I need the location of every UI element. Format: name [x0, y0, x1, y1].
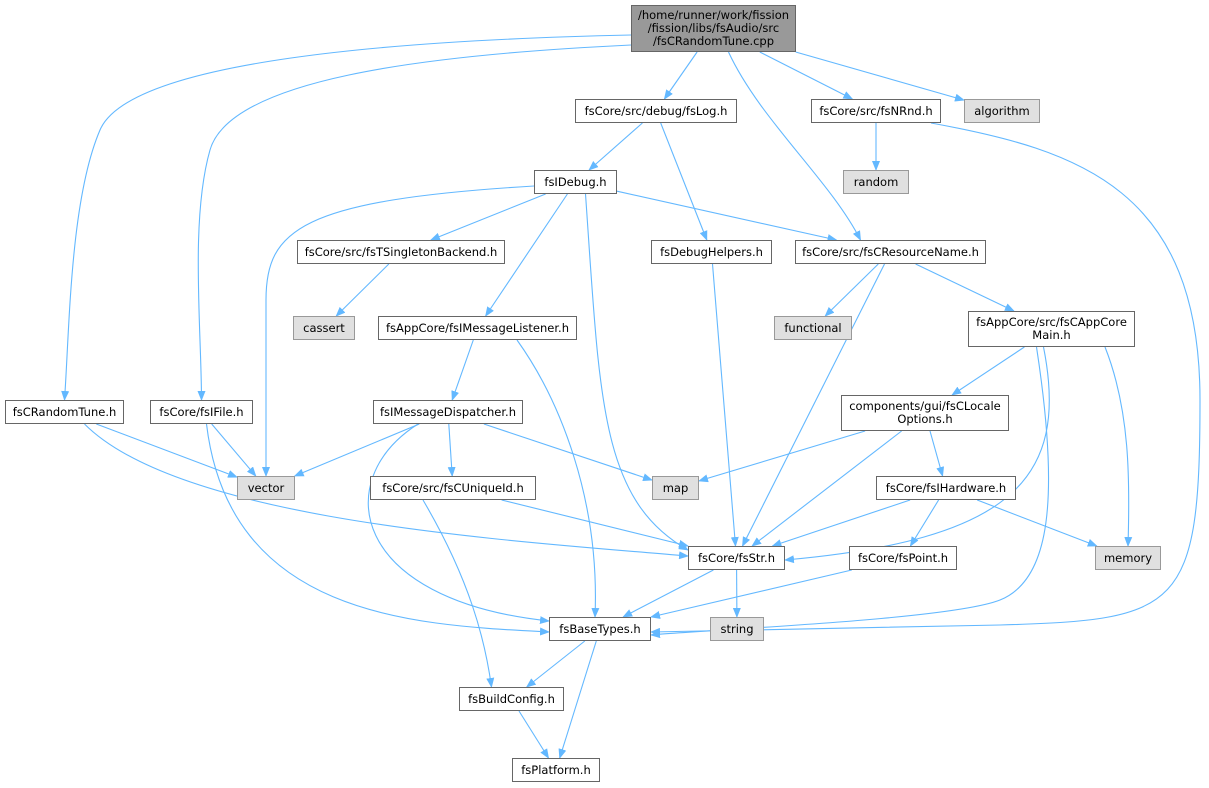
- edge-root-to-nrnd: [759, 51, 854, 100]
- node-crandomtune-header[interactable]: fsCRandomTune.h: [5, 400, 124, 424]
- node-ifile-header[interactable]: fsCore/fsIFile.h: [150, 400, 253, 424]
- edge-nrnd-to-basetypes: [650, 122, 1201, 636]
- node-singleton-backend-header[interactable]: fsCore/src/fsTSingletonBackend.h: [297, 240, 505, 264]
- edge-root-to-ifile: [197, 44, 632, 401]
- edge-debughelpers-to-fsstr: [711, 263, 739, 547]
- edge-root-to-resname: [728, 51, 861, 241]
- node-random-system-header: random: [843, 170, 909, 194]
- node-string-system-header: string: [710, 617, 764, 641]
- edge-resname-to-fsstr: [742, 263, 885, 547]
- edge-buildconfig-to-platform: [518, 710, 550, 759]
- node-map-system-header: map: [652, 476, 699, 500]
- edge-cuniqueid-to-buildconfig: [422, 499, 495, 688]
- edge-basetypes-to-buildconfig: [525, 640, 586, 688]
- edge-appcore-to-localeopts: [951, 346, 1025, 396]
- edge-msgdispatcher-to-basetypes: [367, 423, 550, 625]
- edge-idebug-to-singleton: [429, 193, 546, 241]
- node-algorithm-system-header: algorithm: [964, 99, 1040, 123]
- node-buildconfig-header[interactable]: fsBuildConfig.h: [459, 687, 564, 711]
- node-messagedispatcher-header[interactable]: fsIMessageDispatcher.h: [373, 400, 523, 424]
- node-idebug-header[interactable]: fsIDebug.h: [534, 170, 617, 194]
- edge-idebug-to-msglistener: [485, 193, 568, 317]
- node-basetypes-header[interactable]: fsBaseTypes.h: [549, 617, 651, 641]
- node-nrnd-header[interactable]: fsCore/src/fsNRnd.h: [811, 99, 941, 123]
- edge-root-to-algorithm: [795, 51, 965, 102]
- edge-localeopts-to-map: [698, 430, 866, 483]
- edge-appcore-to-memory: [1104, 346, 1133, 547]
- edge-idebug-to-resname: [616, 190, 838, 242]
- node-root-source-file: /home/runner/work/fission /fission/libs/…: [631, 5, 796, 52]
- node-ihardware-header[interactable]: fsCore/fsIHardware.h: [876, 476, 1016, 500]
- edge-fslog-to-idebug: [588, 122, 643, 171]
- edge-msgdispatcher-to-map: [483, 423, 653, 482]
- node-memory-system-header: memory: [1095, 546, 1161, 570]
- node-cassert-system-header: cassert: [293, 316, 355, 340]
- edge-msgdispatcher-to-vector: [293, 423, 420, 477]
- edge-root-to-fslog: [663, 51, 698, 100]
- edge-ifile-to-basetypes: [205, 423, 550, 636]
- edge-msglistener-to-basetypes: [516, 339, 600, 618]
- node-functional-system-header: functional: [774, 316, 852, 340]
- edge-crandomtune-to-fsstr: [84, 423, 689, 560]
- node-fspoint-header[interactable]: fsCore/fsPoint.h: [849, 546, 957, 570]
- edge-ifile-to-vector: [211, 423, 257, 477]
- edge-localeopts-to-fsstr: [751, 430, 902, 547]
- edge-root-to-crandomtune: [61, 34, 632, 401]
- node-cuniqueid-header[interactable]: fsCore/src/fsCUniqueId.h: [370, 476, 536, 500]
- edge-localeopts-to-ihardware: [929, 430, 945, 477]
- node-platform-header[interactable]: fsPlatform.h: [512, 758, 600, 782]
- edge-ihardware-to-memory: [977, 499, 1098, 547]
- edge-idebug-to-fsstr: [584, 193, 689, 551]
- edge-crandomtune-to-vector: [96, 423, 238, 478]
- edge-fslog-to-debughelpers: [660, 122, 708, 241]
- edge-cuniqueid-to-fsstr: [501, 499, 689, 548]
- edge-basetypes-to-platform: [558, 640, 597, 759]
- edge-singleton-to-cassert: [335, 263, 390, 317]
- edge-ihardware-to-fsstr: [771, 499, 911, 547]
- edge-resname-to-functional: [824, 263, 879, 317]
- node-localeoptions-header[interactable]: components/gui/fsCLocale Options.h: [841, 395, 1009, 431]
- edge-fsstr-to-basetypes: [622, 569, 714, 618]
- node-appcoremain-header[interactable]: fsAppCore/src/fsCAppCore Main.h: [968, 311, 1135, 347]
- edge-fspoint-to-basetypes: [650, 569, 852, 619]
- node-vector-system-header: vector: [237, 476, 295, 500]
- edge-resname-to-appcore: [915, 263, 1015, 312]
- edge-msgdispatcher-to-cuniqueid: [447, 423, 456, 477]
- node-fsstr-header[interactable]: fsCore/fsStr.h: [688, 546, 785, 570]
- node-resourcename-header[interactable]: fsCore/src/fsCResourceName.h: [795, 240, 986, 264]
- edge-msglistener-to-msgdispatcher: [451, 339, 474, 401]
- edge-ihardware-to-fspoint: [909, 499, 940, 547]
- node-fslog-header[interactable]: fsCore/src/debug/fsLog.h: [575, 99, 737, 123]
- node-messagelistener-header[interactable]: fsAppCore/fsIMessageListener.h: [378, 316, 577, 340]
- edge-idebug-to-vector: [262, 185, 535, 477]
- node-debughelpers-header[interactable]: fsDebugHelpers.h: [651, 240, 772, 264]
